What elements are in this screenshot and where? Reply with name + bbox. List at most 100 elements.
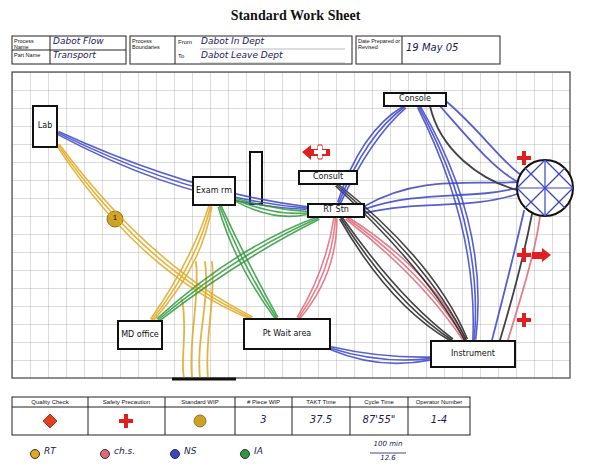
sheet-label: 100 min	[366, 441, 410, 449]
legend-text: RT	[44, 447, 56, 457]
flow-strand	[331, 348, 430, 360]
layout-grid	[12, 72, 570, 378]
sheet-label: 37.5	[292, 414, 350, 425]
area-box: MD office	[117, 320, 163, 350]
flow-strand	[347, 218, 465, 340]
area-label: Console	[399, 95, 431, 103]
area-text-group: Pt Wait area	[263, 330, 312, 338]
flow-connector	[151, 205, 212, 320]
flow-strand	[346, 219, 464, 341]
sheet-label: Process Boundaries	[132, 38, 174, 50]
sheet-label: Dabot Flow	[53, 37, 125, 47]
flow-strand	[331, 350, 430, 364]
legend-table	[12, 397, 470, 435]
sheet-label: Part Name	[14, 52, 50, 58]
flow-strand	[421, 107, 479, 340]
flow-strand	[58, 133, 307, 208]
flow-strand	[340, 108, 406, 204]
flow-strand	[218, 207, 275, 319]
area-box: Pt Wait area	[243, 318, 331, 350]
sheet-label: Process Name	[14, 38, 50, 50]
flow-strand	[418, 107, 474, 340]
area-label: Pt Wait area	[263, 330, 312, 338]
area-label: MD office	[121, 331, 159, 339]
fraction-line	[370, 453, 406, 454]
sheet-label: From	[178, 39, 198, 46]
direction-arrows	[302, 145, 551, 262]
quality-diamond	[43, 414, 57, 428]
area-text-group: Lab	[38, 122, 52, 130]
flow-connector	[331, 347, 430, 364]
area-text-group: Exam rm	[196, 187, 232, 195]
area-text-group: Consult	[313, 173, 343, 181]
sheet-label: To	[178, 53, 198, 60]
flow-strand	[341, 218, 452, 340]
flow-strand	[419, 107, 475, 340]
sheet-label: 12.6	[366, 455, 410, 463]
area-label: Instrument	[451, 350, 495, 358]
area-label: Consult	[313, 173, 343, 181]
legend-text: Standard WIP	[165, 399, 235, 406]
legend-swatch	[240, 449, 250, 459]
flow-connector	[297, 218, 337, 319]
flow-lines	[182, 102, 540, 378]
flow-strand	[339, 107, 405, 203]
door-bar	[172, 378, 236, 381]
sheet-label: TAKT Time	[292, 399, 350, 406]
legend-swatch	[30, 449, 40, 459]
area-box: Lab	[32, 105, 58, 148]
flow-connector	[157, 217, 319, 322]
area-box: Console	[383, 92, 447, 107]
flow-strand	[58, 134, 307, 209]
sheet-label: 19 May 05	[406, 42, 498, 53]
area-box: Instrument	[430, 340, 516, 368]
area-text-group: RT Stn	[323, 206, 349, 214]
standard-wip-marker	[107, 211, 123, 227]
flow-connector	[418, 107, 478, 341]
area-text-group: MD office	[121, 331, 159, 339]
safety-cross	[119, 414, 133, 428]
flow-strand	[58, 132, 307, 207]
legend-text: Quality Check	[12, 399, 88, 406]
flow-connector	[236, 199, 308, 217]
legend-swatch	[100, 449, 110, 459]
area-box: Consult	[298, 170, 358, 185]
sheet-label: Dabot In Dept	[201, 37, 349, 47]
flow-strand	[340, 219, 451, 341]
flow-strand	[236, 199, 307, 212]
legend-text: NS	[184, 447, 196, 457]
area-text-group: Console	[399, 95, 431, 103]
area-text-group: Instrument	[451, 350, 495, 358]
legend-text: ch.s.	[114, 447, 135, 457]
area-label: RT Stn	[323, 206, 349, 214]
flow-connector	[58, 132, 308, 210]
flow-strand	[299, 218, 336, 318]
sheet-label: 87'55"	[350, 414, 408, 425]
flow-connector	[346, 217, 466, 341]
area-label: Lab	[38, 122, 52, 130]
flow-strand	[300, 219, 337, 319]
sheet-label: # Piece WIP	[235, 399, 292, 406]
sheet-label: Cycle Time	[350, 399, 408, 406]
area-box: Exam rm	[192, 176, 236, 206]
sheet-title: Standard Work Sheet	[0, 8, 591, 23]
flow-strand	[152, 206, 211, 320]
legend-text: Safety Precaution	[88, 399, 165, 406]
flow-strand	[57, 146, 251, 319]
legend-swatch	[170, 449, 180, 459]
callout-number: 1	[109, 214, 121, 223]
legend-text: IA	[254, 447, 263, 457]
flow-strand	[236, 201, 307, 216]
flow-connector	[218, 205, 278, 318]
area-label: Exam rm	[196, 187, 232, 195]
flow-strand	[342, 217, 453, 339]
flow-connector	[338, 106, 406, 204]
sheet-label: 1-4	[408, 414, 470, 425]
exit-circle	[517, 160, 573, 216]
sheet-label: Dabot Leave Dept	[201, 51, 349, 61]
area-box: RT Stn	[307, 203, 365, 218]
flow-connector	[340, 217, 453, 341]
